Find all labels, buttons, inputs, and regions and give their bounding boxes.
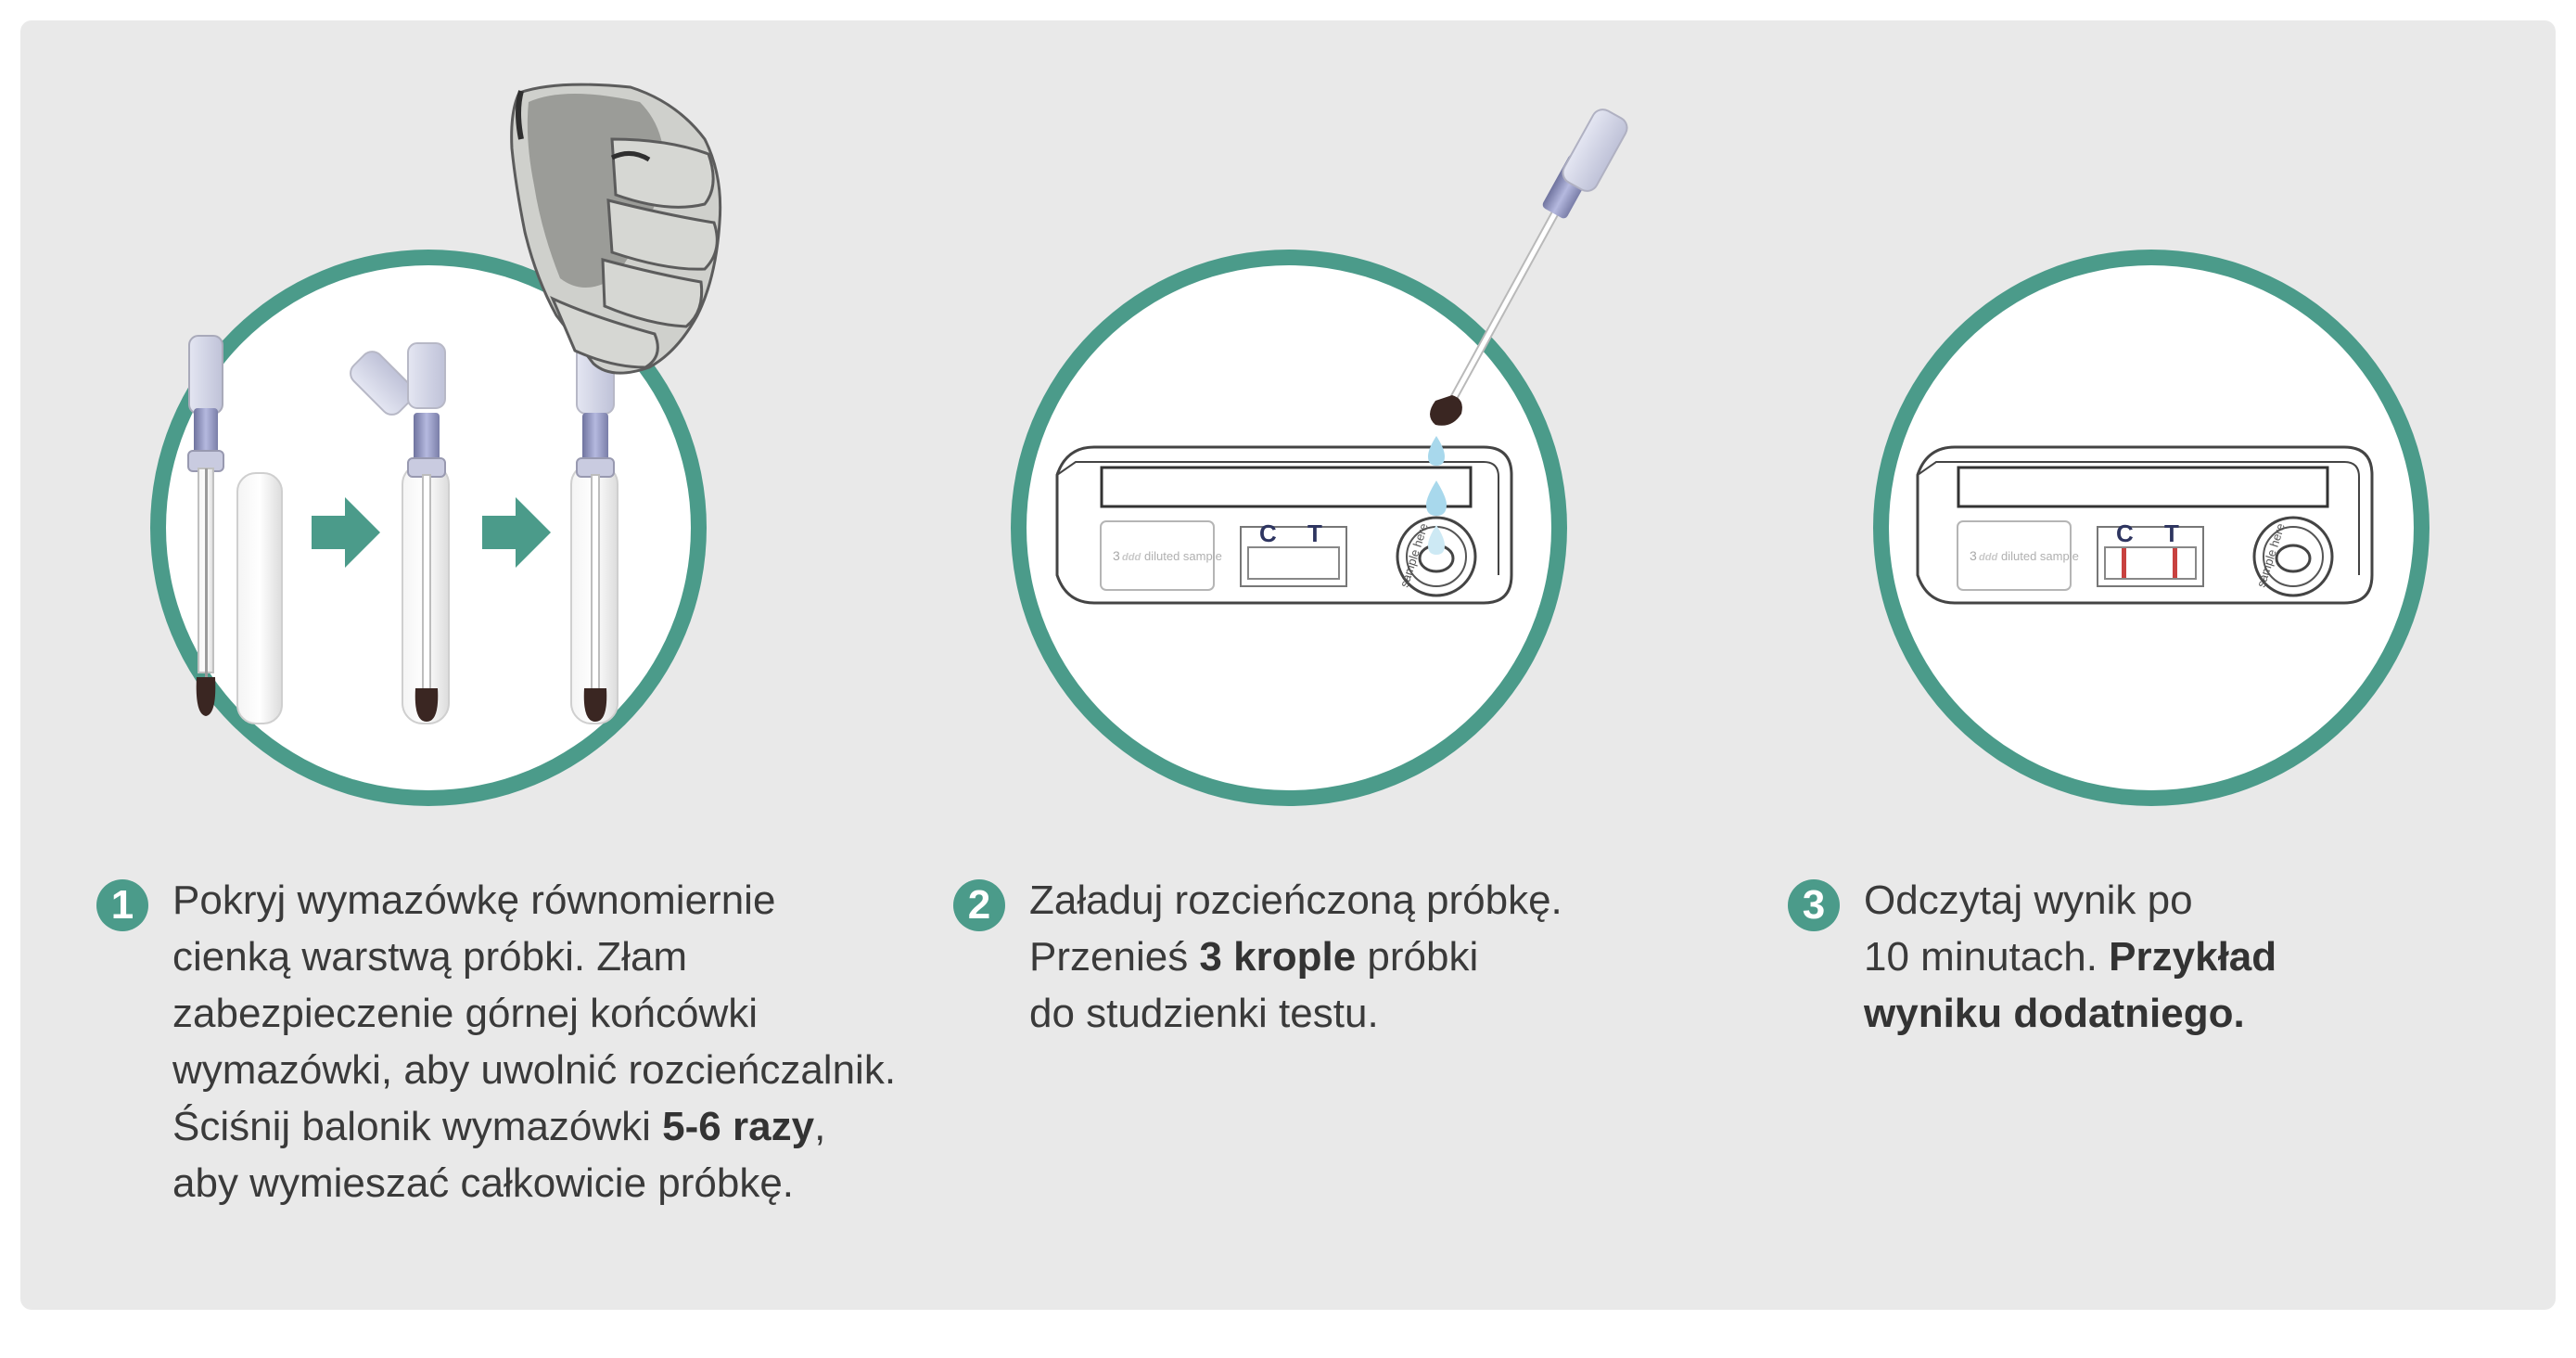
diluted-sample-label: diluted sample (2001, 549, 2079, 563)
emphasis-text: 5-6 razy (662, 1104, 815, 1149)
step-3-text: Odczytaj wynik po 10 minutach. Przykład … (1864, 872, 2276, 1042)
test-line (2173, 548, 2177, 578)
drops-count: 3 (1113, 548, 1120, 563)
step-number-badge: 2 (953, 879, 1005, 931)
step-3-line: Odczytaj wynik po (1864, 878, 2193, 923)
control-letter: C (2116, 519, 2134, 547)
arrow-right-icon (312, 497, 380, 568)
empty-tube-icon (236, 472, 283, 724)
drops-count: 3 (1970, 548, 1977, 563)
step-1-line: aby wymieszać całkowicie próbkę. (172, 1160, 795, 1206)
swab-squeeze-icon (570, 342, 618, 724)
step-1-line: Ściśnij balonik wymazówki 5-6 razy, (172, 1098, 896, 1155)
text-span: Ściśnij balonik wymazówki (172, 1104, 663, 1149)
swab-icon (187, 335, 224, 716)
step3-illustration: 3 ddd diluted sample C T sample here (1873, 250, 2429, 806)
step-2-line: do studzienki testu. (1029, 991, 1379, 1036)
step-1-line: cienką warstwą próbki. Złam (172, 934, 688, 980)
step-1-line: zabezpieczenie górnej końcówki (172, 991, 759, 1036)
drops-icon: ddd (1979, 552, 1997, 563)
step2-illustration: 3 ddd diluted sample C T sample here (1011, 109, 1628, 806)
step-2-text: Załaduj rozcieńczoną próbkę. Przenieś 3 … (1029, 872, 1562, 1042)
hand-icon (510, 83, 722, 375)
control-letter: C (1259, 519, 1277, 547)
control-line (2122, 548, 2126, 578)
arrow-right-icon (482, 497, 551, 568)
swab-in-tube-icon (350, 342, 450, 724)
step-3-line: wyniku dodatniego. (1864, 985, 2276, 1042)
step-1-text: Pokryj wymazówkę równomiernie cienką war… (172, 872, 896, 1211)
text-span: , (814, 1104, 826, 1149)
step-1-line: Pokryj wymazówkę równomiernie (172, 878, 776, 923)
emphasis-text: Przykład (2109, 934, 2277, 980)
step-2-line: Załaduj rozcieńczoną próbkę. (1029, 878, 1562, 923)
emphasis-text: wyniku dodatniego. (1864, 991, 2245, 1036)
step-number-badge: 1 (96, 879, 148, 931)
text-span: 10 minutach. (1864, 934, 2110, 980)
test-cassette-icon: 3 ddd diluted sample C T sample here (1055, 445, 1513, 605)
text-span: próbki (1356, 934, 1479, 980)
test-letter: T (2164, 519, 2179, 547)
sample-drop-icon (1426, 436, 1447, 555)
step-2-line: Przenieś 3 krople próbki (1029, 929, 1562, 985)
step-number-badge: 3 (1788, 879, 1840, 931)
drops-icon: ddd (1122, 552, 1141, 563)
step-3-line: 10 minutach. Przykład (1864, 929, 2276, 985)
dropper-icon (1430, 109, 1628, 426)
positive-result-icon: 3 ddd diluted sample C T sample here (1916, 445, 2374, 605)
emphasis-text: 3 krople (1199, 934, 1357, 980)
test-letter: T (1307, 519, 1322, 547)
text-span: Przenieś (1029, 934, 1200, 980)
step-1-line: wymazówki, aby uwolnić rozcieńczalnik. (172, 1047, 897, 1093)
step1-illustration (150, 83, 722, 806)
diluted-sample-label: diluted sample (1144, 549, 1222, 563)
